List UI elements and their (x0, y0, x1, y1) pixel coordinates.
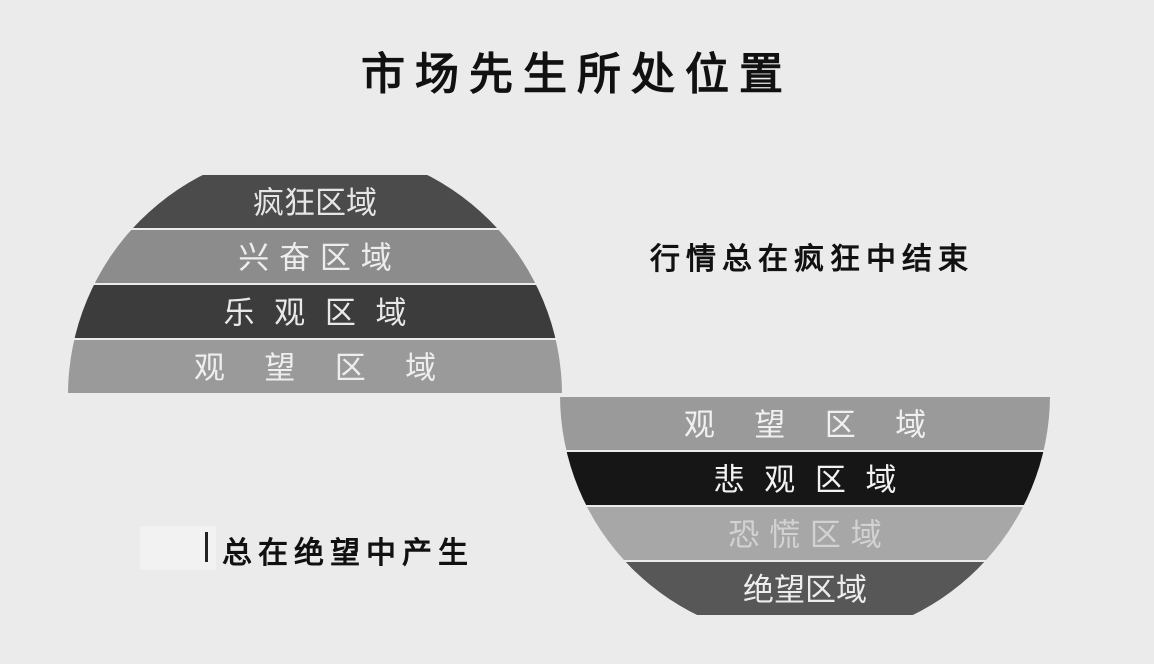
lower-band-3 (560, 507, 1050, 560)
lower-band-label-1: 观 望 区 域 (684, 408, 926, 444)
upper-band-label-4: 观 望 区 域 (194, 351, 436, 387)
upper-band-3 (68, 285, 562, 338)
upper-band-4 (68, 340, 562, 393)
lower-band-label-2: 悲 观 区 域 (713, 463, 896, 499)
upper-band-label-2: 兴 奋 区 域 (238, 241, 392, 277)
redaction-mark (140, 526, 216, 570)
upper-band-label-1: 疯狂区域 (253, 186, 377, 222)
lower-band-label-3: 恐 慌 区 域 (728, 518, 882, 554)
lower-band-2 (560, 452, 1050, 505)
diagram-title: 市场先生所处位置 (361, 49, 793, 100)
lower-band-label-4: 绝望区域 (743, 573, 867, 609)
lower-band-1 (560, 397, 1050, 450)
upper-band-label-3: 乐 观 区 域 (223, 296, 406, 332)
note-market-born: 总在绝望中产生 (222, 536, 474, 571)
upper-band-2 (68, 230, 562, 283)
note-market-ends: 行情总在疯狂中结束 (650, 242, 974, 277)
